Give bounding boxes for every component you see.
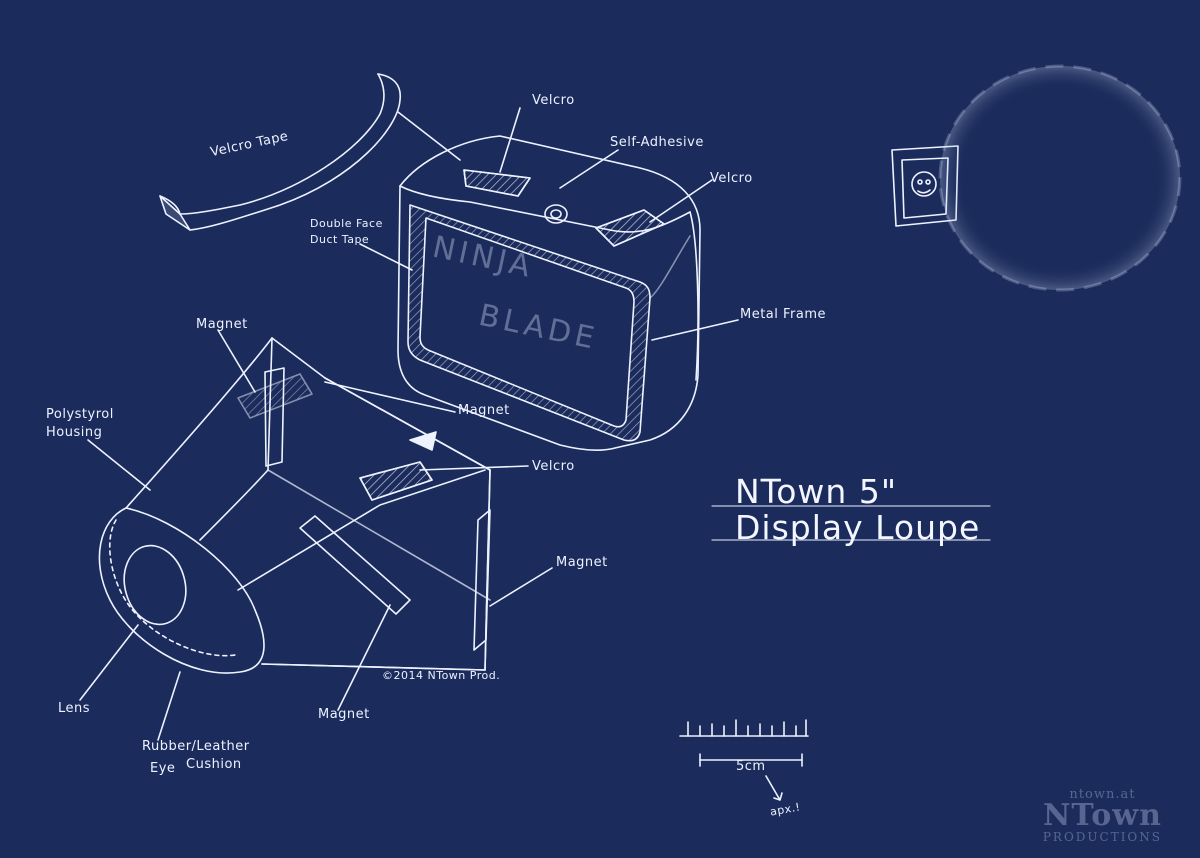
watermark-logo: ntown.at NTown PRODUCTIONS <box>1043 787 1162 844</box>
label-lens: Lens <box>58 701 91 716</box>
label-double-face-2: Duct Tape <box>310 233 370 246</box>
label-rubber-1: Rubber/Leather <box>142 739 250 754</box>
label-rubber-eye: Eye <box>150 761 176 776</box>
label-double-face-1: Double Face <box>310 217 383 230</box>
label-magnet-mid: Magnet <box>458 403 510 418</box>
label-magnet-right: Magnet <box>556 555 608 570</box>
scale-bar <box>679 719 809 801</box>
title-line-1: NTown 5" <box>735 472 897 511</box>
label-magnet-bottom: Magnet <box>318 707 370 722</box>
page-title: NTown 5" Display Loupe <box>735 474 980 546</box>
watermark-domain: ntown.at <box>1069 787 1136 802</box>
display-monitor <box>397 135 701 451</box>
label-velcro-right: Velcro <box>710 171 753 186</box>
label-velcro-top: Velcro <box>532 93 575 108</box>
watermark-brand: NTown <box>1042 798 1162 833</box>
label-metal-frame: Metal Frame <box>740 307 827 322</box>
scale-label: 5cm <box>736 759 766 774</box>
label-velcro-housing: Velcro <box>532 459 575 474</box>
label-self-adhesive: Self-Adhesive <box>610 135 704 150</box>
faint-circle-mark <box>938 64 1182 292</box>
label-rubber-cushion: Cushion <box>186 757 242 772</box>
title-line-2: Display Loupe <box>735 508 981 547</box>
label-polystyrol-2: Housing <box>46 425 103 440</box>
watermark-sub: PRODUCTIONS <box>1042 830 1162 844</box>
loupe-housing <box>98 337 491 674</box>
label-magnet-top: Magnet <box>196 317 248 332</box>
copyright-note: ©2014 NTown Prod. <box>382 669 501 682</box>
velcro-tape-strip <box>159 73 402 231</box>
label-polystyrol-1: Polystyrol <box>46 407 114 422</box>
